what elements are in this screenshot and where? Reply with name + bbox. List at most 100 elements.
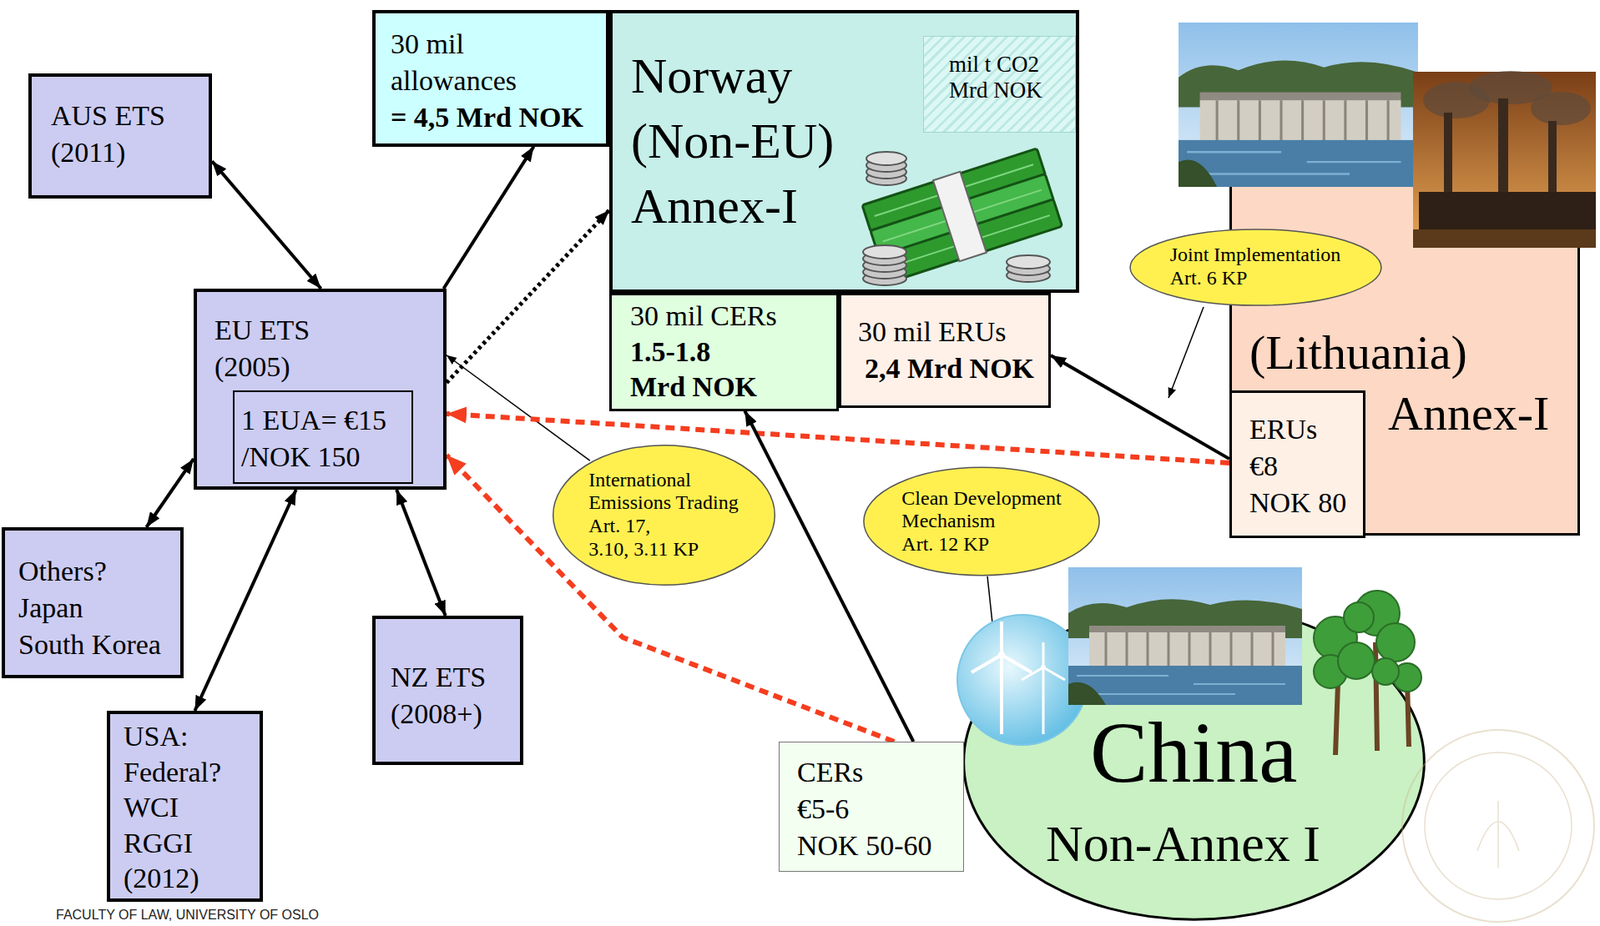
mechanism-callout: Clean Development MechanismArt. 12 KP bbox=[861, 466, 1102, 577]
text-group: CERs €5-6 NOK 50-60 bbox=[797, 754, 955, 866]
text-group: Clean Development MechanismArt. 12 KP bbox=[901, 487, 1061, 557]
dam-photo-part bbox=[1076, 676, 1286, 695]
ets-box: USA: Federal? WCI RGGI (2012) bbox=[106, 711, 263, 903]
money-picture-part bbox=[874, 164, 1050, 268]
node-text: mil t CO2 Mrd NOK bbox=[948, 51, 1069, 104]
factory-photo-part bbox=[1413, 229, 1596, 248]
price-box: ERUs €8 NOK 80 bbox=[1229, 390, 1366, 539]
trees-picture-part bbox=[1313, 590, 1422, 692]
ets-box: EU ETS (2005) 1 EUA= €15 /NOK 150 bbox=[193, 288, 447, 490]
allowance-box: 30 mil allowances= 4,5 Mrd NOK bbox=[372, 10, 610, 147]
node-text: 30 mil ERUs bbox=[858, 313, 1040, 351]
dam-photo-part bbox=[1068, 682, 1106, 706]
text-group: Joint ImplementationArt. 6 KP bbox=[1170, 243, 1342, 290]
flow-arrow bbox=[194, 489, 296, 712]
text-group: ChinaNon-Annex I bbox=[958, 709, 1429, 874]
node-text: Others? Japan South Korea bbox=[18, 553, 172, 665]
money-picture-part bbox=[863, 151, 1050, 286]
node-text: Non-Annex I bbox=[1045, 814, 1429, 874]
node-text: AUS ETS (2011) bbox=[50, 97, 197, 172]
ets-box: NZ ETS (2008+) bbox=[372, 615, 524, 766]
price-box: 1 EUA= €15 /NOK 150 bbox=[232, 390, 414, 485]
wind-turbine-picture-part bbox=[971, 621, 1032, 735]
ellipse-outline bbox=[550, 444, 778, 587]
ellipse-shape bbox=[1130, 228, 1382, 305]
money-picture-part bbox=[863, 258, 907, 273]
credit-box: 30 mil ERUs2,4 Mrd NOK bbox=[838, 292, 1051, 409]
node-text: China bbox=[1090, 709, 1429, 797]
money-picture-part bbox=[870, 173, 1055, 258]
text-group: 30 mil CERs1.5-1.8 Mrd NOK bbox=[630, 298, 828, 406]
money-picture-part bbox=[878, 199, 1063, 283]
text-group: International Emissions TradingArt. 17, … bbox=[588, 469, 738, 561]
mechanism-callout: Joint ImplementationArt. 6 KP bbox=[1127, 228, 1384, 307]
wind-turbine-picture-part bbox=[1021, 642, 1065, 735]
node-text: CERs €5-6 NOK 50-60 bbox=[797, 754, 955, 866]
wind-turbine-picture bbox=[957, 615, 1088, 746]
node-text: NZ ETS (2008+) bbox=[390, 659, 512, 733]
dam-photo-part bbox=[1200, 92, 1402, 101]
factory-photo-part bbox=[1418, 191, 1596, 230]
trees-picture-part bbox=[1337, 642, 1375, 680]
credit-box: 30 mil CERs1.5-1.8 Mrd NOK bbox=[609, 292, 839, 412]
country-box: (Lithuania)Annex-IERUs €8 NOK 80 bbox=[1229, 137, 1580, 536]
factory-photo-part bbox=[1423, 81, 1490, 119]
node-text: EU ETS (2005) bbox=[214, 312, 435, 386]
money-picture-part bbox=[863, 272, 907, 286]
node-text: Clean Development Mechanism bbox=[901, 487, 1061, 534]
dam-photo-part bbox=[1200, 100, 1402, 141]
emission-box: mil t CO2 Mrd NOK bbox=[923, 35, 1076, 133]
node-text: 1.5-1.8 Mrd NOK bbox=[630, 334, 828, 406]
trees-picture-part bbox=[1313, 655, 1348, 689]
node-text: 30 mil CERs bbox=[630, 298, 828, 335]
university-seal-part bbox=[1424, 752, 1572, 900]
text-group: 1 EUA= €15 /NOK 150 bbox=[241, 402, 404, 476]
factory-photo-part bbox=[1443, 112, 1453, 218]
price-box: CERs €5-6 NOK 50-60 bbox=[778, 741, 965, 873]
trees-picture-part bbox=[1372, 658, 1399, 686]
wind-turbine-picture-part bbox=[998, 651, 1005, 659]
text-group: Others? Japan South Korea bbox=[18, 553, 172, 665]
node-text: International Emissions Trading bbox=[588, 469, 738, 515]
flow-arrow bbox=[146, 459, 194, 528]
node-text: ERUs €8 NOK 80 bbox=[1249, 411, 1355, 523]
flow-arrow bbox=[211, 161, 322, 289]
money-picture-part bbox=[1006, 255, 1050, 269]
ellipse-shape bbox=[552, 444, 775, 586]
text-group: NZ ETS (2008+) bbox=[390, 659, 512, 733]
dam-photo-part bbox=[1216, 100, 1389, 141]
money-picture-part bbox=[863, 265, 907, 279]
node-text: Art. 12 KP bbox=[901, 533, 1061, 557]
node-text: Art. 6 KP bbox=[1170, 267, 1342, 291]
text-group: USA: Federal? WCI RGGI (2012) bbox=[123, 719, 252, 898]
leader-line bbox=[1168, 307, 1204, 399]
ets-box: Others? Japan South Korea bbox=[1, 527, 184, 679]
dam-photo-part bbox=[1089, 625, 1286, 633]
money-picture-part bbox=[866, 165, 907, 179]
ellipse-shape bbox=[863, 467, 1100, 576]
text-group: ERUs €8 NOK 80 bbox=[1249, 411, 1355, 523]
trees-picture-part bbox=[1393, 663, 1422, 692]
mechanism-callout: International Emissions TradingArt. 17, … bbox=[550, 444, 778, 587]
factory-photo bbox=[1413, 70, 1596, 248]
node-text: Annex-I bbox=[1388, 386, 1570, 443]
dam-photo-part bbox=[1178, 140, 1419, 187]
factory-photo-part bbox=[1413, 71, 1596, 248]
node-text: 30 mil allowances bbox=[390, 25, 596, 100]
money-picture bbox=[861, 146, 1063, 286]
flow-arrow bbox=[396, 489, 446, 616]
wind-turbine-picture-part bbox=[957, 615, 1088, 746]
node-text: 1 EUA= €15 /NOK 150 bbox=[241, 402, 404, 476]
trade-arrow bbox=[446, 413, 1230, 464]
country-ellipse: ChinaNon-Annex I bbox=[958, 601, 1429, 924]
flow-arrow bbox=[443, 146, 534, 289]
factory-photo-part bbox=[1548, 121, 1557, 218]
text-group: 30 mil ERUs2,4 Mrd NOK bbox=[858, 313, 1040, 388]
factory-photo-part bbox=[1468, 70, 1553, 105]
node-text: Art. 17, 3.10, 3.11 KP bbox=[588, 514, 738, 561]
node-text: Joint Implementation bbox=[1170, 243, 1342, 268]
money-picture-part bbox=[863, 245, 907, 259]
text-group: 30 mil allowances= 4,5 Mrd NOK bbox=[390, 25, 596, 137]
text-group: mil t CO2 Mrd NOK bbox=[948, 51, 1069, 104]
pointer-line bbox=[987, 576, 998, 675]
